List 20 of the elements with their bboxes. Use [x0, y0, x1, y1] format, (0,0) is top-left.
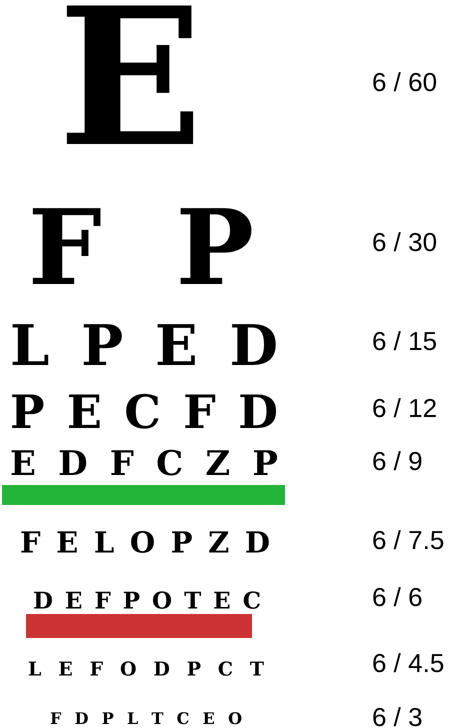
chart-letters: L E F O D P C T: [28, 660, 264, 680]
chart-letters: F E L O P Z D: [20, 528, 270, 558]
reference-bar: [2, 485, 285, 505]
acuity-label: 6 / 60: [372, 69, 438, 95]
acuity-label: 6 / 30: [372, 229, 438, 255]
reference-bar: [26, 614, 252, 638]
chart-letters: F D P L T C E O: [50, 711, 242, 727]
chart-letters: D E F P O T E C: [33, 590, 261, 612]
chart-letters: E D F C Z P: [10, 447, 278, 481]
chart-letters: P E C F D: [10, 389, 278, 435]
chart-letters: L P E D: [10, 318, 278, 374]
acuity-label: 6 / 6: [372, 584, 423, 610]
acuity-label: 6 / 12: [372, 395, 438, 421]
acuity-label: 6 / 9: [372, 448, 423, 474]
chart-letters: E: [58, 0, 204, 173]
acuity-label: 6 / 7.5: [372, 527, 444, 553]
acuity-label: 6 / 15: [372, 328, 438, 354]
acuity-label: 6 / 4.5: [372, 650, 444, 676]
acuity-label: 6 / 3: [372, 704, 423, 728]
chart-letters: F P: [28, 196, 254, 300]
